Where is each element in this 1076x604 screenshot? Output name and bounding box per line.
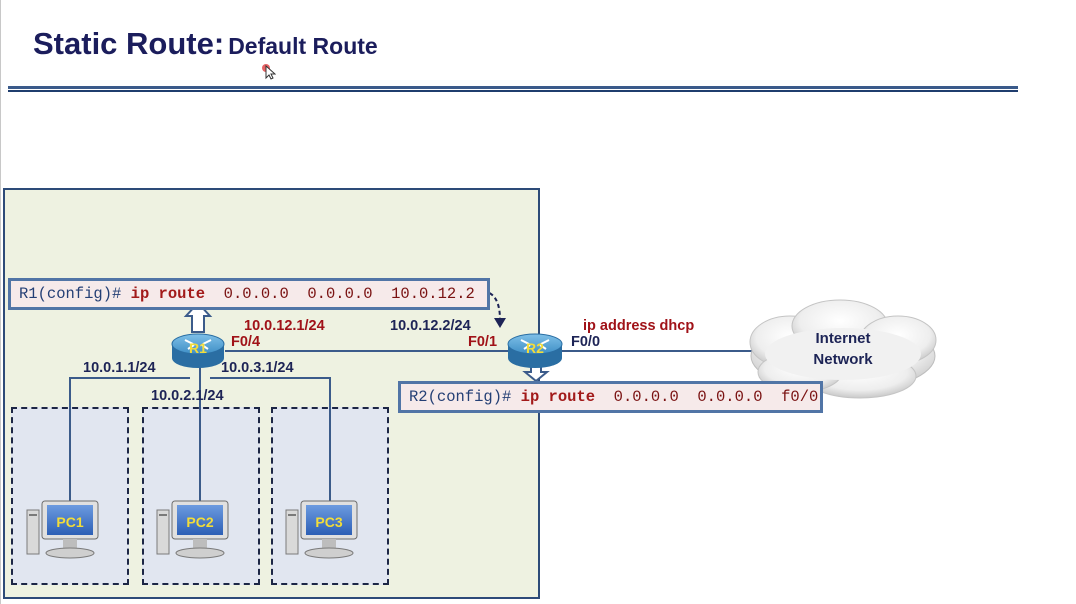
- title-sub: Default Route: [228, 33, 378, 59]
- r2-command-box: R2(config)# ip route 0.0.0.0 0.0.0.0 f0/…: [398, 381, 823, 413]
- cloud-label-line2: Network: [813, 351, 873, 368]
- r1-command-prompt: R1(config)#: [19, 285, 122, 303]
- pc2-icon: [156, 500, 229, 559]
- internet-cloud: [749, 299, 937, 399]
- mouse-pointer-icon: [262, 64, 276, 80]
- lan2-gateway-label: 10.0.2.1/24: [151, 388, 224, 404]
- title-rule-shadow: [8, 90, 1018, 92]
- r2-f00-label: F0/0: [571, 334, 601, 350]
- pc3-icon: [285, 500, 358, 559]
- router-r1-icon: [171, 333, 225, 368]
- next-hop-arrowhead: [494, 318, 506, 328]
- title-rule: [8, 86, 1018, 89]
- lan3-gateway-label: 10.0.3.1/24: [221, 360, 294, 376]
- router-r2-icon: [507, 333, 563, 368]
- r2-f01-label: F0/1: [468, 334, 498, 350]
- link-pc3-r1: [210, 377, 331, 505]
- r2-command-keyword: ip route: [520, 388, 596, 406]
- slide-title: Static Route:Default Route: [33, 26, 378, 62]
- title-main: Static Route:: [33, 26, 225, 61]
- pc1-icon: [26, 500, 99, 559]
- r1-command-keyword: ip route: [130, 285, 206, 303]
- link-pc1-r1: [69, 377, 190, 505]
- r1-f04-label: F0/4: [231, 334, 261, 350]
- pc3-label: PC3: [315, 514, 342, 530]
- pc1-label: PC1: [56, 514, 83, 530]
- lan1-gateway-label: 10.0.1.1/24: [83, 360, 156, 376]
- r1-command-box: R1(config)# ip route 0.0.0.0 0.0.0.0 10.…: [8, 278, 490, 310]
- cloud-label-line1: Internet: [815, 330, 870, 347]
- r1-f04-ip-label: 10.0.12.1/24: [244, 318, 325, 334]
- pc2-label: PC2: [186, 514, 213, 530]
- r2-f01-ip-label: 10.0.12.2/24: [390, 318, 471, 334]
- r2-command-prompt: R2(config)#: [409, 388, 512, 406]
- r1-command-args: 0.0.0.0 0.0.0.0 10.0.12.2: [223, 285, 475, 303]
- router-r1-label: R1: [189, 340, 207, 356]
- left-edge-line: [0, 0, 1, 604]
- r2-f00-config-label: ip address dhcp: [583, 318, 695, 334]
- router-r2-label: R2: [526, 340, 544, 356]
- r2-command-args: 0.0.0.0 0.0.0.0 f0/0: [613, 388, 819, 406]
